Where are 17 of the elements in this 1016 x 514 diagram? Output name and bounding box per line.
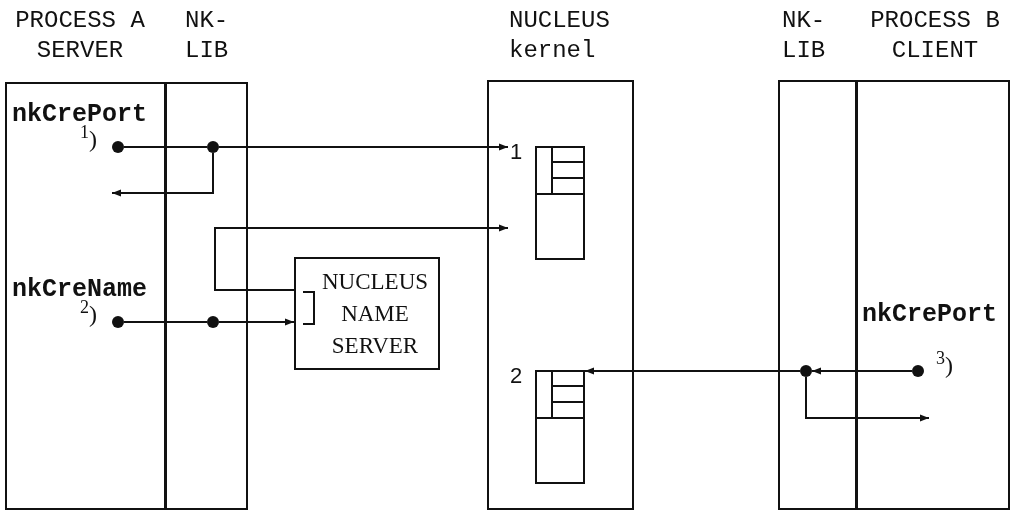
- column-heading: NK- LIB: [782, 6, 827, 66]
- port-number: 2: [510, 364, 523, 388]
- column-heading: NUCLEUS kernel: [509, 6, 611, 66]
- port-number: 1: [510, 140, 523, 164]
- arrow: [111, 152, 214, 197]
- column-heading: PROCESS A SERVER: [14, 6, 146, 66]
- arrow: [811, 367, 913, 375]
- arrow: [214, 224, 509, 291]
- arrow: [218, 318, 295, 326]
- column-heading: NK- LIB: [185, 6, 230, 66]
- arrow: [218, 143, 509, 151]
- function-label: nkCrePort: [862, 300, 998, 330]
- function-label: $^{3}$): [936, 350, 953, 380]
- arrow: [805, 376, 930, 422]
- arrow: [584, 367, 801, 375]
- server-box: NUCLEUS NAME SERVER: [294, 257, 440, 370]
- column-heading: PROCESS B CLIENT: [869, 6, 1001, 66]
